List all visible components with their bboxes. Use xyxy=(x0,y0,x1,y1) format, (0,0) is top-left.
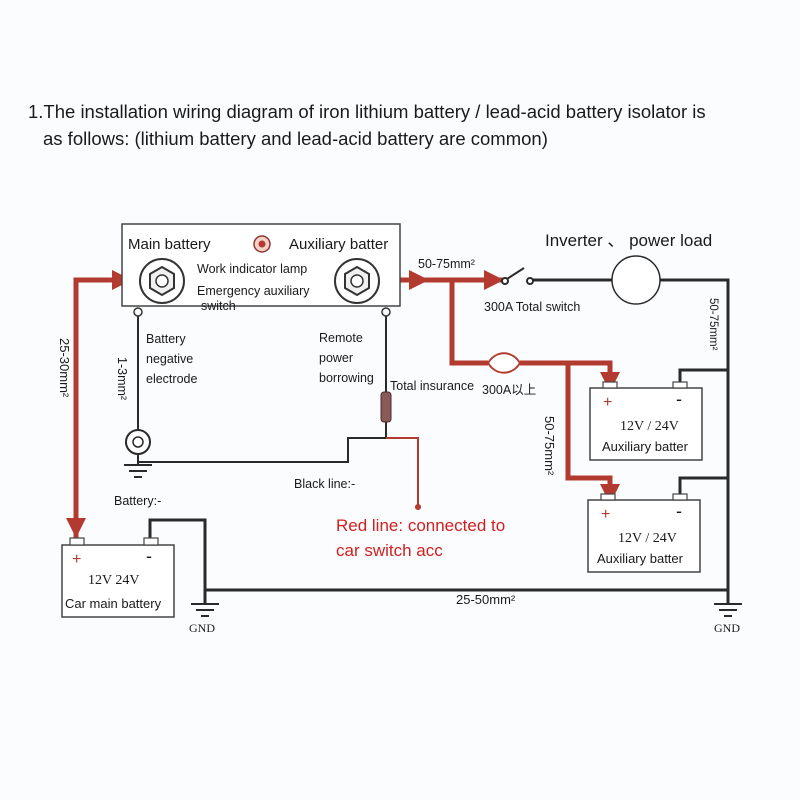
remote-resistor-icon xyxy=(380,391,392,423)
aux-terminal-icon xyxy=(334,258,380,304)
inverter-load-icon xyxy=(611,255,661,305)
aux-bottom-plus: + xyxy=(601,506,610,523)
remote-label-2: power xyxy=(319,351,353,365)
battery-negative-label-3: electrode xyxy=(146,372,197,386)
aux-branch-gauge-label: 50-75mm² xyxy=(542,416,557,476)
auxiliary-battery-label: Auxiliary batter xyxy=(289,236,388,253)
car-battery-name: Car main battery xyxy=(65,596,162,611)
remote-label-1: Remote xyxy=(319,331,363,345)
total-insurance-label: Total insurance xyxy=(390,379,474,393)
ground-bus-gauge-label: 25-50mm² xyxy=(456,592,516,607)
work-lamp-label: Work indicator lamp xyxy=(197,262,307,276)
remote-label-3: borrowing xyxy=(319,371,374,385)
aux-top-plus: + xyxy=(603,394,612,411)
aux-bottom-neg-wire xyxy=(678,476,728,500)
total-switch-icon xyxy=(501,267,534,285)
battery-lamp-icon xyxy=(125,429,151,455)
aux-top-minus: - xyxy=(676,389,682,409)
battery-negative-label-2: negative xyxy=(146,352,193,366)
inverter-label: Inverter 、 power load xyxy=(545,231,712,250)
aux-bottom-minus: - xyxy=(676,501,682,521)
car-battery-minus: - xyxy=(146,546,152,566)
total-switch-label: 300A Total switch xyxy=(484,300,580,314)
aux-battery-bottom: + - 12V / 24V Auxiliary batter xyxy=(587,493,701,573)
gnd-right-label: GND xyxy=(714,621,740,635)
red-line-label-2: car switch acc xyxy=(336,541,443,560)
load-return-gauge-label: 50-75mm² xyxy=(707,298,719,351)
emergency-label-1: Emergency auxiliary xyxy=(197,284,310,298)
aux-top-name: Auxiliary batter xyxy=(602,439,689,454)
work-indicator-lamp-icon xyxy=(253,235,271,253)
ground-symbol-left xyxy=(191,603,219,617)
car-battery-voltage: 12V 24V xyxy=(88,573,139,588)
fuse-rating-label: 300A以上 xyxy=(482,383,536,397)
aux-battery-top: + - 12V / 24V Auxiliary batter xyxy=(589,381,703,461)
red-acc-wire xyxy=(386,437,419,505)
ground-symbol-battery xyxy=(124,464,152,478)
battery-negative-label-1: Battery xyxy=(146,332,186,346)
main-battery-label: Main battery xyxy=(128,236,211,253)
negative-pin-icon xyxy=(133,307,143,317)
ground-symbol-right xyxy=(714,603,742,617)
black-line-label: Black line:- xyxy=(294,477,355,491)
neg-small-gauge-label: 1-3mm² xyxy=(115,357,129,400)
car-main-battery: + - 12V 24V Car main battery xyxy=(61,537,175,618)
gnd-left-label: GND xyxy=(189,621,215,635)
intro-heading: 1.The installation wiring diagram of iro… xyxy=(28,98,788,152)
remote-pin-icon xyxy=(381,307,391,317)
acc-end-dot xyxy=(415,504,421,510)
aux-branch-wire xyxy=(449,280,488,366)
total-fuse-icon xyxy=(486,352,522,374)
aux-top-voltage: 12V / 24V xyxy=(620,419,679,434)
intro-line-1: 1.The installation wiring diagram of iro… xyxy=(28,101,706,122)
battery-minus-label: Battery:- xyxy=(114,494,161,508)
aux-bottom-voltage: 12V / 24V xyxy=(618,531,677,546)
emergency-label-2: switch xyxy=(201,299,236,313)
car-battery-plus: + xyxy=(72,551,81,568)
red-line-label-1: Red line: connected to xyxy=(336,516,505,535)
aux-bottom-name: Auxiliary batter xyxy=(597,551,684,566)
main-terminal-icon xyxy=(139,258,185,304)
main-positive-gauge-label: 25-30mm² xyxy=(57,338,72,398)
aux-out-gauge-label: 50-75mm² xyxy=(418,257,475,271)
intro-line-2: as follows: (lithium battery and lead-ac… xyxy=(43,128,548,149)
